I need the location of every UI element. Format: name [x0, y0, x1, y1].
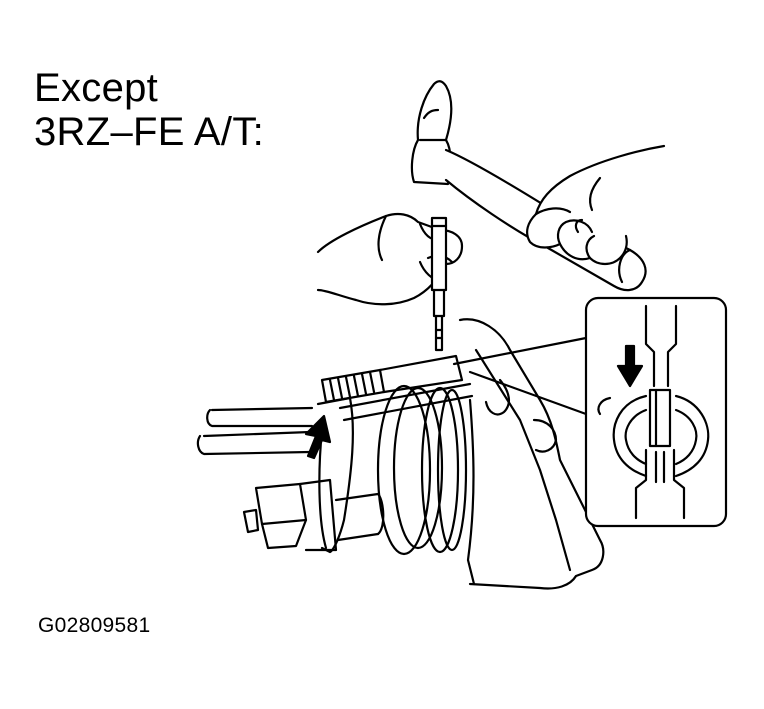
caption-line-2: 3RZ–FE A/T: — [34, 110, 265, 154]
arrow-up-icon — [306, 416, 330, 458]
pin-punch-icon — [432, 218, 446, 350]
callout-leader — [454, 338, 586, 414]
caption-line-1: Except — [34, 66, 159, 110]
hand-icon — [527, 146, 664, 264]
transmission-assembly — [198, 319, 603, 588]
caption: Except 3RZ–FE A/T: — [34, 66, 264, 154]
hand-icon — [318, 214, 462, 304]
figure-id: G02809581 — [38, 614, 151, 637]
detail-inset — [586, 298, 726, 526]
arrow-down-icon — [618, 346, 642, 386]
